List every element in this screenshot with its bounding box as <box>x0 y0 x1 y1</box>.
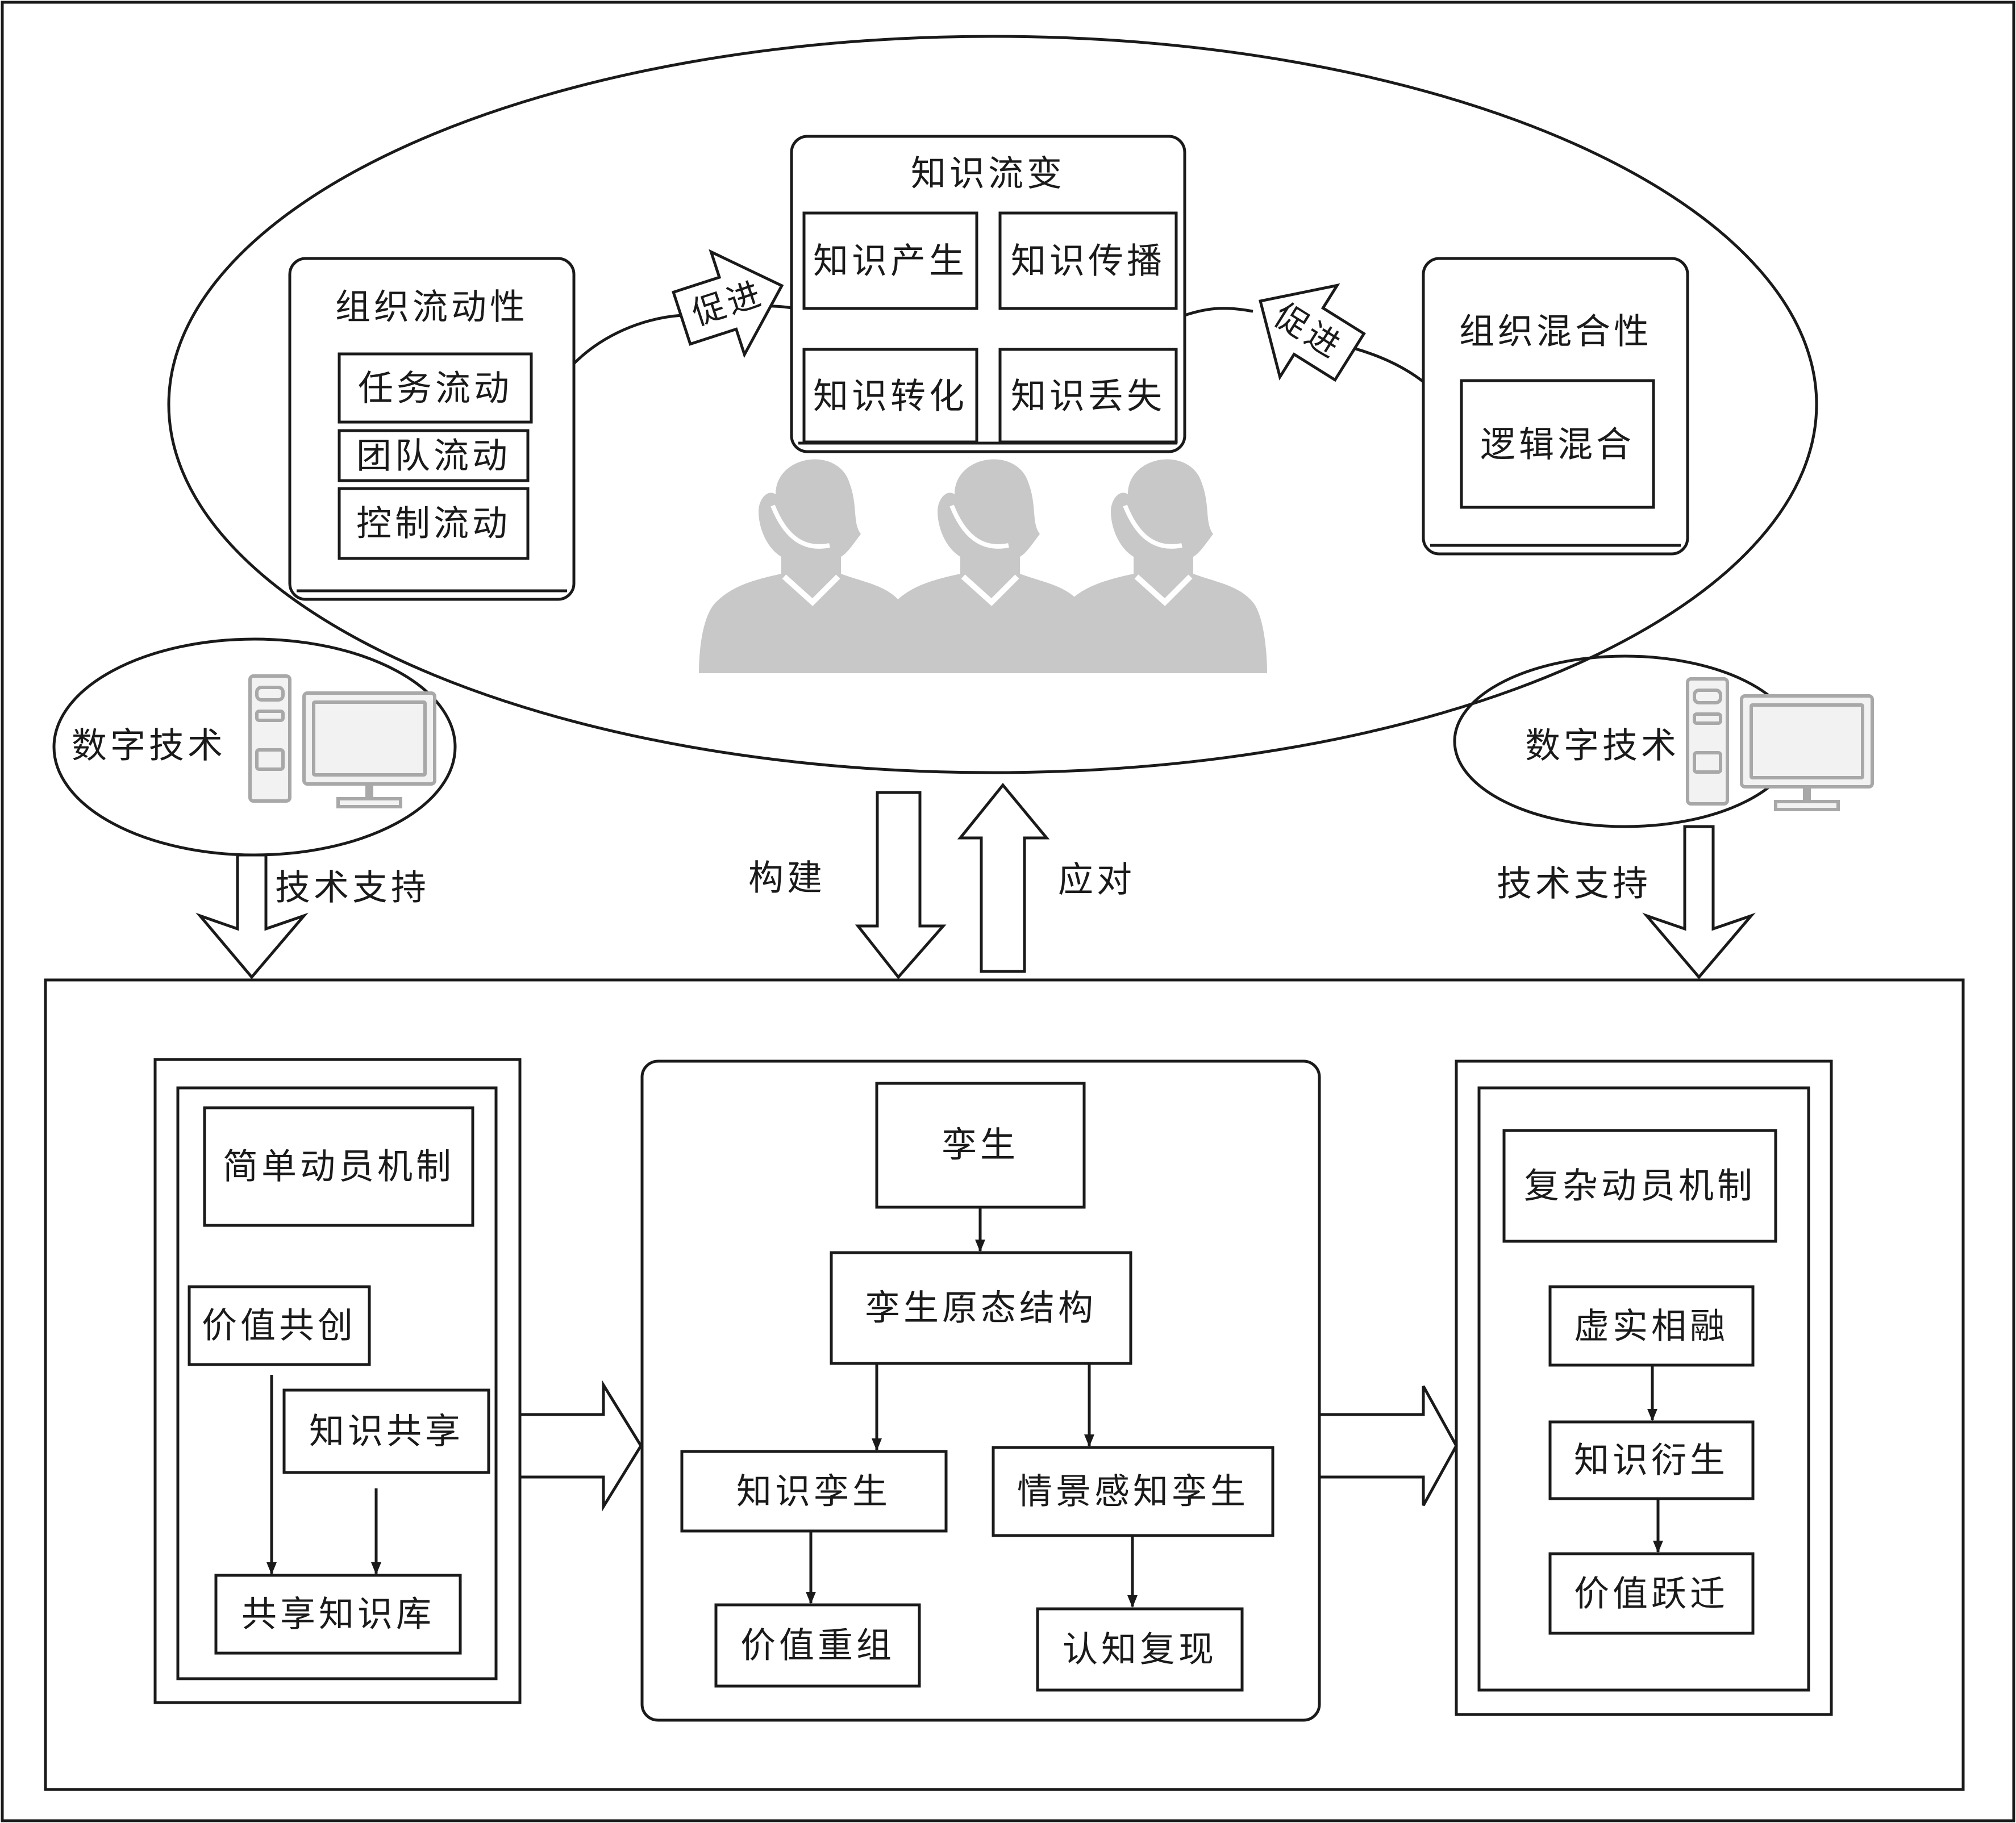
knowledge-twin-box <box>680 1450 948 1533</box>
digital-tech-label-left: 数字技术 <box>72 725 226 766</box>
team-flow-label: 团队流动 <box>356 435 511 477</box>
org-hybridity-panel: 组织混合性 逻辑混合 <box>1422 257 1689 556</box>
org-fluidity-title: 组织流动性 <box>335 286 528 328</box>
value-leap-label: 价值跃迁 <box>1574 1573 1728 1615</box>
knowledge-twin-label: 知识孪生 <box>736 1471 891 1512</box>
knowledge-flow-title: 知识流变 <box>911 153 1065 194</box>
knowledge-loss-label: 知识丢失 <box>1011 376 1165 417</box>
logic-hybrid-box <box>1460 379 1655 509</box>
promote-arrow-right: 促进 <box>1259 283 1366 382</box>
virtual-real-fusion-box <box>1548 1285 1755 1367</box>
simple-title-box <box>203 1106 474 1227</box>
knowledge-flow-panel: 知识流变 知识产生 知识传播 知识转化 知识丢失 <box>790 135 1186 453</box>
shared-library-label: 共享知识库 <box>241 1593 435 1635</box>
complex-title-label: 复杂动员机制 <box>1524 1165 1756 1207</box>
value-leap-box <box>1548 1552 1755 1635</box>
tech-support-label-left: 技术支持 <box>275 867 430 908</box>
knowledge-diffusion-label: 知识传播 <box>1011 240 1165 282</box>
virtual-real-fusion-label: 虚实相融 <box>1574 1305 1728 1347</box>
value-reorg-box <box>714 1603 921 1688</box>
org-fluidity-panel: 组织流动性 任务流动 团队流动 控制流动 <box>288 257 576 601</box>
person-icon-3 <box>1051 460 1267 673</box>
simple-outer-frame <box>153 1058 522 1704</box>
cognition-box <box>1036 1607 1244 1692</box>
task-flow-box <box>338 352 533 424</box>
complex-outer-frame <box>1455 1059 1833 1716</box>
complex-mobilization-panel: 复杂动员机制 虚实相融 知识衍生 价值跃迁 <box>1455 1059 1833 1716</box>
logic-hybrid-label: 逻辑混合 <box>1480 424 1635 465</box>
simple-mobilization-panel: 简单动员机制 价值共创 知识共享 共享知识库 <box>153 1058 522 1704</box>
twin-structure-label: 孪生原态结构 <box>865 1287 1097 1329</box>
cognition-label: 认知复现 <box>1063 1629 1217 1670</box>
twin-structure-box <box>830 1251 1132 1365</box>
knowledge-generation-label: 知识产生 <box>813 240 968 282</box>
knowledge-derive-box <box>1548 1420 1755 1500</box>
left-connector-curve <box>573 314 682 365</box>
twin-to-complex-arrow <box>1318 1385 1458 1507</box>
complex-inner-frame <box>1477 1086 1810 1692</box>
respond-label: 应对 <box>1058 859 1135 900</box>
simple-title-label: 简单动员机制 <box>223 1146 455 1187</box>
knowledge-transformation-box <box>802 348 978 444</box>
tech-support-arrow-left <box>195 853 309 979</box>
knowledge-loss-box <box>998 348 1178 444</box>
digital-twin-panel: 孪生 孪生原态结构 知识孪生 情景感知孪生 价值重组 认知复现 <box>640 1059 1321 1722</box>
control-flow-label: 控制流动 <box>356 503 511 544</box>
knowledge-sharing-label: 知识共享 <box>309 1411 464 1452</box>
control-flow-box <box>338 487 530 560</box>
context-twin-label: 情景感知孪生 <box>1017 1471 1249 1512</box>
right-connector-tail <box>1184 307 1253 317</box>
team-flow-box <box>338 429 530 482</box>
build-label: 构建 <box>748 857 826 899</box>
computer-icon-left <box>250 676 435 807</box>
complex-title-box <box>1502 1129 1777 1243</box>
knowledge-sharing-box <box>282 1388 490 1474</box>
promote-arrow-left: 促进 <box>672 249 784 358</box>
organization-ellipse <box>167 35 1818 774</box>
twin-box <box>875 1082 1086 1209</box>
shared-library-box <box>214 1574 462 1655</box>
value-reorg-label: 价值重组 <box>740 1625 895 1666</box>
knowledge-diffusion-box <box>998 211 1178 310</box>
knowledge-transformation-label: 知识转化 <box>813 376 968 417</box>
tech-support-arrow-right <box>1642 825 1756 979</box>
mobilization-frame <box>44 978 1965 1791</box>
simple-inner-frame <box>176 1086 498 1680</box>
digital-tech-label-right: 数字技术 <box>1525 725 1680 766</box>
build-arrow <box>855 791 947 979</box>
respond-arrow <box>957 783 1050 973</box>
org-hybridity-title: 组织混合性 <box>1459 311 1652 352</box>
computer-icon-right <box>1688 679 1872 810</box>
value-cocreation-label: 价值共创 <box>202 1305 356 1346</box>
knowledge-derive-label: 知识衍生 <box>1574 1440 1728 1481</box>
knowledge-generation-box <box>802 211 978 310</box>
tech-support-label-right: 技术支持 <box>1497 863 1651 904</box>
task-flow-label: 任务流动 <box>358 368 513 409</box>
value-cocreation-box <box>188 1285 371 1366</box>
simple-to-twin-arrow <box>518 1380 643 1512</box>
twin-label: 孪生 <box>942 1124 1019 1166</box>
